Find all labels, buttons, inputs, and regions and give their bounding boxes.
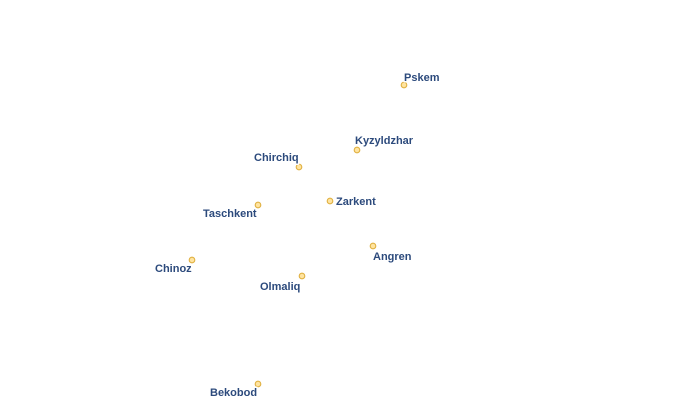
place-marker-zarkent[interactable]: Zarkent <box>326 195 378 210</box>
place-label: Chirchiq <box>254 152 299 164</box>
place-dot[interactable] <box>400 81 408 89</box>
place-marker-kyzyldzhar[interactable]: Kyzyldzhar <box>353 134 415 154</box>
place-dot[interactable] <box>254 380 262 388</box>
place-dot[interactable] <box>298 272 306 280</box>
place-dot[interactable] <box>188 256 196 264</box>
place-marker-angren[interactable]: Angren <box>369 242 413 265</box>
place-label: Angren <box>373 251 412 263</box>
place-label: Chinoz <box>155 263 192 275</box>
place-label: Zarkent <box>336 196 376 208</box>
place-label: Taschkent <box>203 208 257 220</box>
place-label: Pskem <box>404 72 440 84</box>
place-dot[interactable] <box>295 163 303 171</box>
place-marker-olmaliq[interactable]: Olmaliq <box>259 272 306 295</box>
place-marker-pskem[interactable]: Pskem <box>400 71 441 89</box>
place-dot[interactable] <box>353 146 361 154</box>
place-dot[interactable] <box>326 197 334 205</box>
place-label: Olmaliq <box>260 281 300 293</box>
place-dot[interactable] <box>254 201 262 209</box>
place-dot[interactable] <box>369 242 377 250</box>
place-marker-chirchiq[interactable]: Chirchiq <box>253 151 303 171</box>
place-label: Bekobod <box>210 387 257 399</box>
place-marker-chinoz[interactable]: Chinoz <box>154 256 196 277</box>
place-label: Kyzyldzhar <box>355 135 414 147</box>
place-marker-taschkent[interactable]: Taschkent <box>202 201 262 222</box>
place-marker-bekobod[interactable]: Bekobod <box>209 380 262 401</box>
